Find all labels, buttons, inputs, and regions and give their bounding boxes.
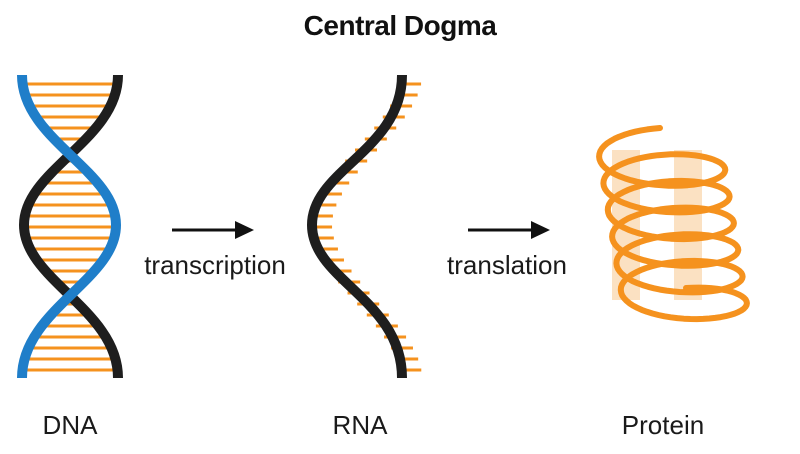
- dna-label: DNA: [42, 410, 98, 440]
- translation-label: translation: [447, 250, 567, 280]
- protein-backdrop-right: [674, 150, 702, 300]
- rna-label: RNA: [332, 410, 388, 440]
- rna-bases: [310, 82, 422, 372]
- translation-arrow-icon: [468, 221, 550, 239]
- rna-strand-icon: [306, 74, 422, 379]
- protein-coil: [596, 125, 750, 323]
- diagram-title: Central Dogma: [303, 10, 497, 41]
- transcription-label: transcription: [144, 250, 286, 280]
- protein-label: Protein: [621, 410, 705, 440]
- transcription-arrow-icon: [172, 221, 254, 239]
- dna-strand-dark: [18, 74, 123, 379]
- protein-helix-icon: [596, 125, 750, 323]
- dna-helix-icon: [17, 74, 123, 379]
- rna-backbone: [306, 74, 407, 379]
- dna-strand-blue: [17, 74, 122, 379]
